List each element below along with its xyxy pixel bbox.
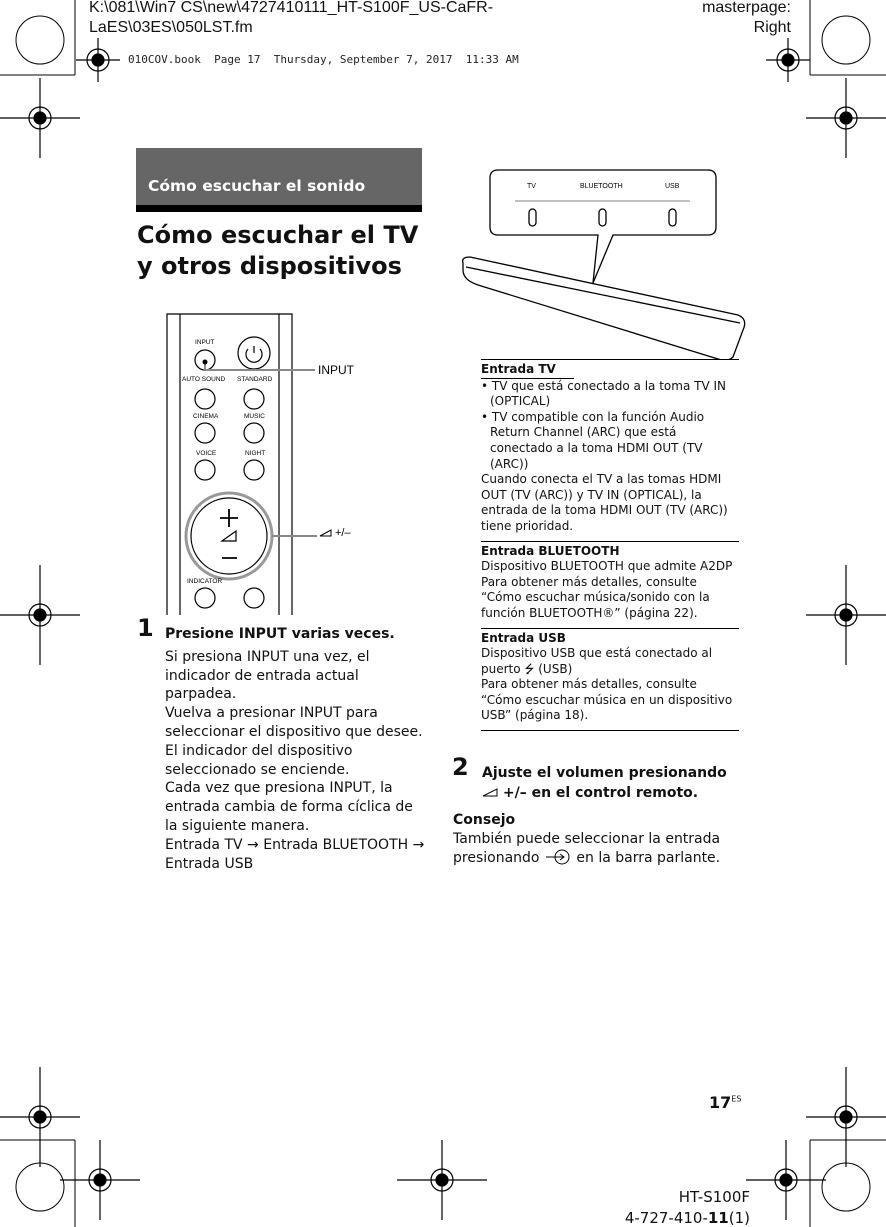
step-text: Si presiona INPUT una vez, el indicador … [165,648,370,703]
text: Dispositivo USB que está conectado al pu… [481,646,713,676]
input-callout: INPUT [318,363,355,377]
masterpage-line: masterpage: [702,0,791,16]
code: 11 [707,1209,729,1227]
table-text: Cuando conecta el TV a las tomas HDMI OU… [481,472,728,533]
remote-button-label: STANDARD [237,376,273,383]
step-number: 2 [452,753,469,781]
indicator-label: USB [665,183,680,190]
volume-icon [482,788,498,797]
page-number: 17ES [709,1093,741,1112]
list-item: • TV compatible con la función Audio Ret… [481,409,705,471]
volume-callout: +/– [335,527,351,539]
table-text: Dispositivo BLUETOOTH que admite A2DP [481,559,733,574]
list-item-text: TV compatible con la función Audio Retur… [490,409,705,471]
step-text: Cada vez que presiona INPUT, la entrada … [165,780,413,834]
path-line: LaES\03ES\050LST.fm [89,19,253,36]
usb-icon: ⭍ [524,661,535,676]
step-heading: +/– en el control remoto. [502,785,699,801]
remote-button-label: CINEMA [193,413,219,420]
section-header: Cómo escuchar el sonido [136,148,422,205]
step-1: Presione INPUT varias veces. Si presiona… [165,625,425,873]
path-line: K:\081\Win7 CS\new\4727410111_HT-S100F_U… [89,0,494,16]
input-table: Entrada TV • TV que está conectado a la … [481,359,739,732]
table-text: Dispositivo USB que está conectado al pu… [481,646,739,677]
text: (USB) [538,661,573,676]
step-number: 1 [137,614,154,642]
table-heading: Entrada TV [481,362,574,379]
step-text: El indicador del dispositivo seleccionad… [165,742,353,778]
remote-button-label: VOICE [196,450,217,457]
page-title: Cómo escuchar el TV y otros dispositivos [137,221,419,280]
file-path: K:\081\Win7 CS\new\4727410111_HT-S100F_U… [89,0,493,38]
part-number: 4-727-410-11(1) [625,1208,750,1227]
divider [481,627,739,629]
step-text: Vuelva a presionar INPUT para selecciona… [165,705,423,740]
book-info: 010COV.book Page 17 Thursday, September … [128,53,519,66]
volume-icon [319,529,332,537]
remote-button-label: INPUT [195,339,215,346]
table-heading: Entrada BLUETOOTH [481,543,620,558]
table-heading: Entrada USB [481,630,566,645]
code: (1) [728,1209,750,1227]
indicator-label: TV [527,183,536,190]
section-label: Cómo escuchar el sonido [148,177,366,195]
tip-heading: Consejo [453,812,516,828]
indicator-label: BLUETOOTH [580,183,623,190]
input-button-icon [545,849,570,865]
remote-illustration: INPUT AUTO SOUND STANDARD CINEMA MUSIC V… [166,313,355,615]
remote-button-label: INDICATOR [187,578,222,585]
divider [481,540,739,542]
masterpage-line: Right [753,19,791,36]
table-text: Para obtener más detalles, consulte “Cóm… [481,574,710,620]
step-heading: Presione INPUT varias veces. [165,626,395,642]
list-item: • TV que está conectado a la toma TV IN … [481,378,726,409]
tip-text: También puede seleccionar la entrada pre… [453,830,721,866]
remote-button-label: NIGHT [245,450,265,457]
section-divider [136,205,422,212]
masterpage-label: masterpage: Right [702,0,791,38]
footer: HT-S100F 4-727-410-11(1) [625,1187,750,1227]
page-suffix: ES [731,1094,742,1104]
tip: Consejo También puede seleccionar la ent… [453,811,723,867]
remote-button-label: MUSIC [244,413,265,420]
list-item-text: TV que está conectado a la toma TV IN (O… [490,378,726,409]
divider [481,359,739,360]
page-num: 17 [709,1093,732,1112]
divider [481,730,739,732]
remote-button-label: AUTO SOUND [182,376,226,383]
soundbar-illustration: TV BLUETOOTH USB [462,169,746,360]
step-2: Ajuste el volumen presionando +/– en el … [482,763,742,803]
tip-text: en la barra parlante. [576,849,721,866]
code: 4-727-410- [624,1209,708,1227]
table-text: Para obtener más detalles, consulte “Cóm… [481,677,733,723]
step-heading: Ajuste el volumen presionando [482,765,727,781]
model-name: HT-S100F [678,1188,750,1206]
step-text: Entrada TV → Entrada BLUETOOTH → Entrada… [165,836,425,872]
